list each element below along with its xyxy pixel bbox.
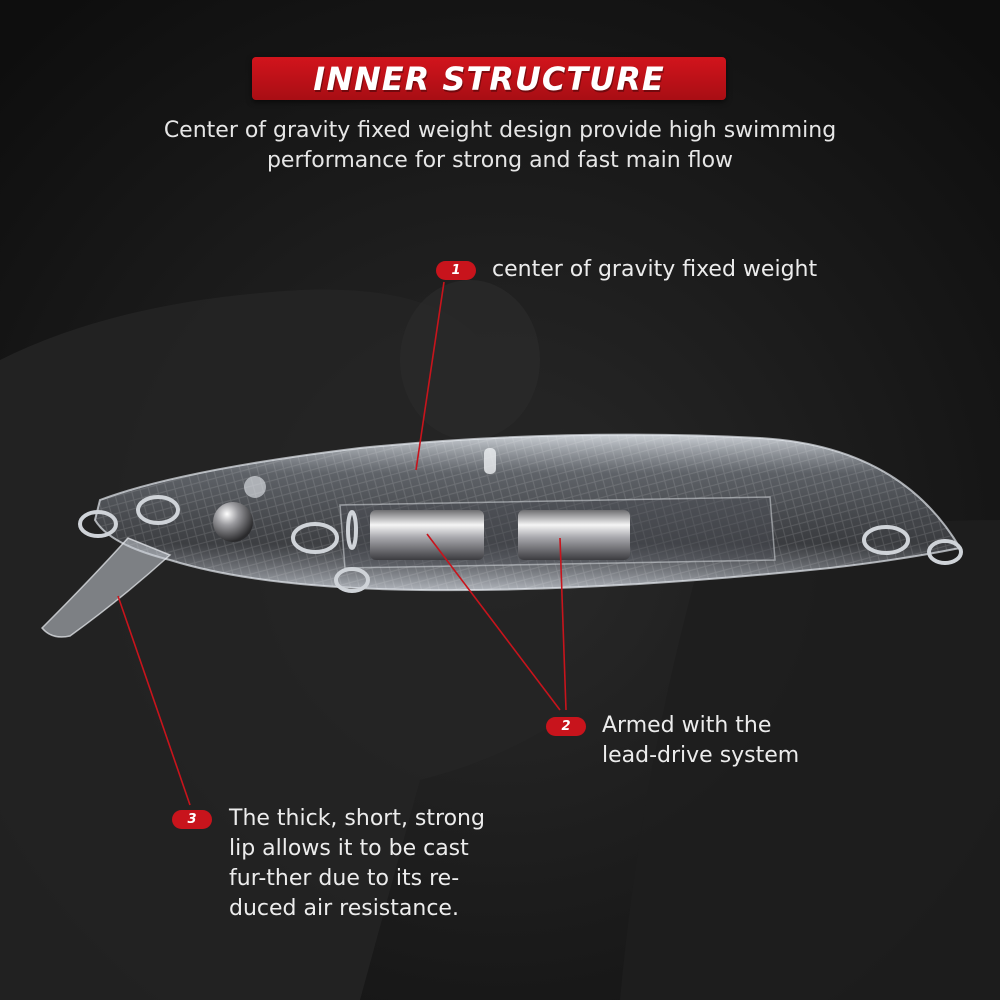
callout-text: center of gravity fixed weight	[492, 255, 817, 285]
lure-illustration	[40, 433, 963, 638]
callout-line: lead-drive system	[602, 743, 800, 768]
callout-line: Armed with the	[602, 713, 772, 738]
callout-line: lip allows it to be cast	[229, 836, 469, 861]
subtitle-line: performance for strong and fast main flo…	[266, 148, 734, 173]
callout-line: center of gravity fixed weight	[492, 257, 818, 282]
callout-line: fur-ther due to its re-	[229, 866, 460, 891]
subtitle: Center of gravity fixed weight design pr…	[60, 116, 940, 176]
callout-line: The thick, short, strong	[229, 806, 485, 831]
subtitle-line: Center of gravity fixed weight design pr…	[163, 118, 837, 143]
callout-2: 2 Armed with the lead-drive system	[546, 711, 799, 771]
title-banner: INNER STRUCTURE	[252, 57, 726, 100]
callout-3: 3 The thick, short, strong lip allows it…	[172, 804, 485, 924]
callout-number-badge: 2	[546, 717, 586, 736]
callout-line: duced air resistance.	[229, 896, 459, 921]
callout-text: Armed with the lead-drive system	[602, 711, 799, 771]
callout-text: The thick, short, strong lip allows it t…	[229, 804, 485, 924]
callout-number-badge: 3	[172, 810, 212, 829]
page-title: INNER STRUCTURE	[313, 59, 665, 98]
callout-number-badge: 1	[436, 261, 476, 280]
callout-1: 1 center of gravity fixed weight	[436, 255, 817, 285]
